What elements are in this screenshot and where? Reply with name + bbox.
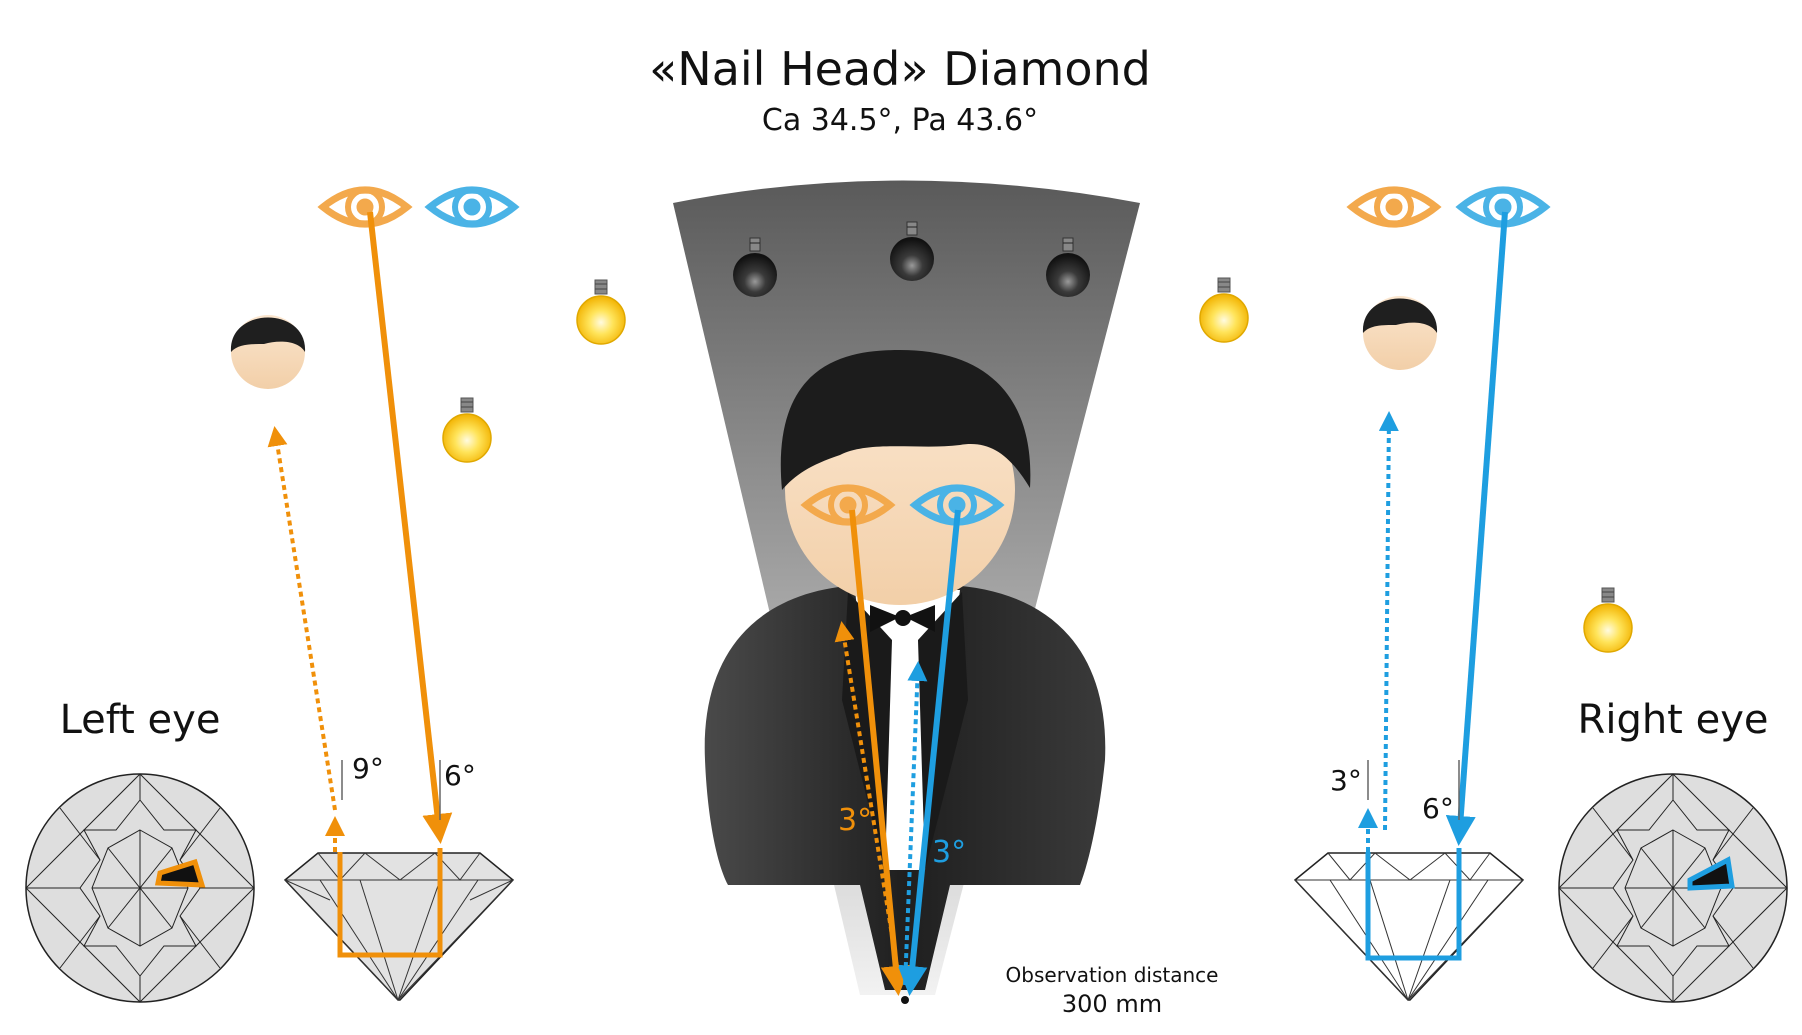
hair bbox=[780, 350, 1031, 490]
head-icon bbox=[230, 315, 306, 389]
right-blue-light-path bbox=[1358, 211, 1508, 961]
right-entry-angle: 6° bbox=[1422, 792, 1454, 825]
observation-distance-value: 300 mm bbox=[1062, 990, 1162, 1018]
lightbulb-icon bbox=[1583, 587, 1633, 653]
right-exit-angle: 3° bbox=[1330, 764, 1362, 797]
diamond-side-icon bbox=[1293, 852, 1525, 1001]
dark-facet-highlight bbox=[1687, 856, 1735, 891]
head-icon bbox=[1362, 296, 1438, 370]
lightbulb-icon bbox=[1199, 277, 1249, 343]
orange-eye-icon bbox=[323, 190, 407, 224]
orange-eye-icon bbox=[1352, 190, 1436, 224]
focus-point bbox=[901, 996, 909, 1004]
diamond-top-icon bbox=[25, 773, 255, 1003]
center-blue-angle: 3° bbox=[932, 835, 966, 870]
left-eye-label: Left eye bbox=[60, 697, 221, 743]
right-eye-label: Right eye bbox=[1578, 697, 1769, 743]
dark-facet-highlight bbox=[154, 858, 206, 888]
page-subtitle: Ca 34.5°, Pa 43.6° bbox=[762, 103, 1038, 138]
left-exit-angle: 9° bbox=[352, 752, 384, 785]
observer-figure bbox=[673, 180, 1140, 995]
bowtie-icon bbox=[870, 605, 935, 632]
diamond-top-icon bbox=[1558, 773, 1788, 1003]
page-title: «Nail Head» Diamond bbox=[649, 42, 1151, 96]
left-entry-angle: 6° bbox=[444, 759, 476, 792]
lightbulb-icon bbox=[576, 279, 626, 345]
diamond-side-icon bbox=[283, 852, 515, 1001]
center-orange-angle: 3° bbox=[838, 803, 872, 838]
lightbulb-icon bbox=[442, 397, 492, 463]
blue-eye-icon bbox=[430, 190, 514, 224]
center-light-paths bbox=[834, 509, 961, 996]
observation-distance-label: Observation distance bbox=[1006, 963, 1219, 987]
left-orange-light-path bbox=[267, 211, 453, 958]
